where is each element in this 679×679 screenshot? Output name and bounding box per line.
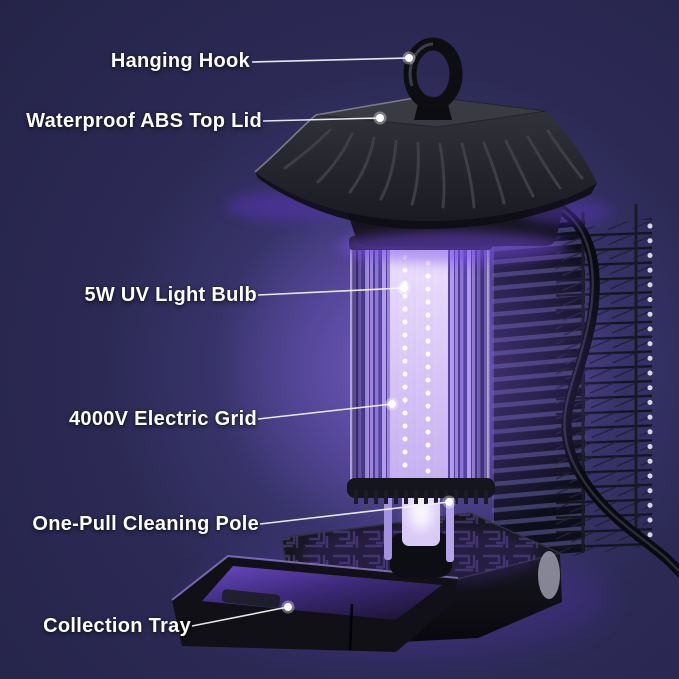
- tray-logo-emboss: [221, 589, 281, 608]
- leader-line-top-lid: [262, 117, 381, 122]
- label-cleaning-pole: One-Pull Cleaning Pole: [32, 513, 259, 535]
- base-front-face: [398, 553, 562, 642]
- pole-left: [384, 494, 392, 560]
- tube-edge-right: [487, 250, 490, 480]
- leader-dot-electric-grid: [388, 400, 396, 408]
- label-uv-light-bulb: 5W UV Light Bulb: [84, 284, 257, 306]
- tray-interior: [202, 566, 442, 620]
- leader-dot-cleaning-pole: [445, 498, 453, 506]
- label-waterproof-abs-top-lid: Waterproof ABS Top Lid: [26, 110, 262, 132]
- collection-tray-graphic: [171, 554, 459, 652]
- leader-dot-collection-tray: [284, 603, 292, 611]
- leader-dot-top-lid: [376, 114, 384, 122]
- pole-right: [446, 494, 454, 562]
- uv-tube-graphic: [347, 236, 495, 504]
- label-collection-tray: Collection Tray: [43, 615, 191, 637]
- label-electric-grid: 4000V Electric Grid: [68, 408, 257, 430]
- base-corner-post: [538, 551, 560, 599]
- tube-edge-left: [350, 250, 353, 480]
- roof-ribs: [283, 128, 584, 209]
- label-hanging-hook: Hanging Hook: [110, 50, 250, 72]
- roof-edge-highlight: [254, 95, 427, 173]
- hook-ring-highlight: [408, 42, 434, 87]
- leader-line-uv-bulb: [257, 287, 405, 296]
- roof-eave-underside: [255, 172, 597, 230]
- tube-shading: [352, 248, 490, 482]
- leader-line-electric-grid: [257, 403, 393, 420]
- tray-seam: [348, 603, 354, 651]
- collar-under-glow: [337, 231, 567, 263]
- tray-rim-highlight: [171, 554, 459, 601]
- leader-line-hanging-hook: [251, 57, 410, 63]
- roof-body: [255, 96, 597, 222]
- leader-line-collection-tray: [191, 606, 289, 627]
- leader-dot-hanging-hook: [405, 54, 413, 62]
- hanging-hook-graphic: [403, 37, 463, 120]
- leader-dot-uv-bulb: [400, 284, 408, 292]
- leader-line-cleaning-pole: [259, 501, 450, 525]
